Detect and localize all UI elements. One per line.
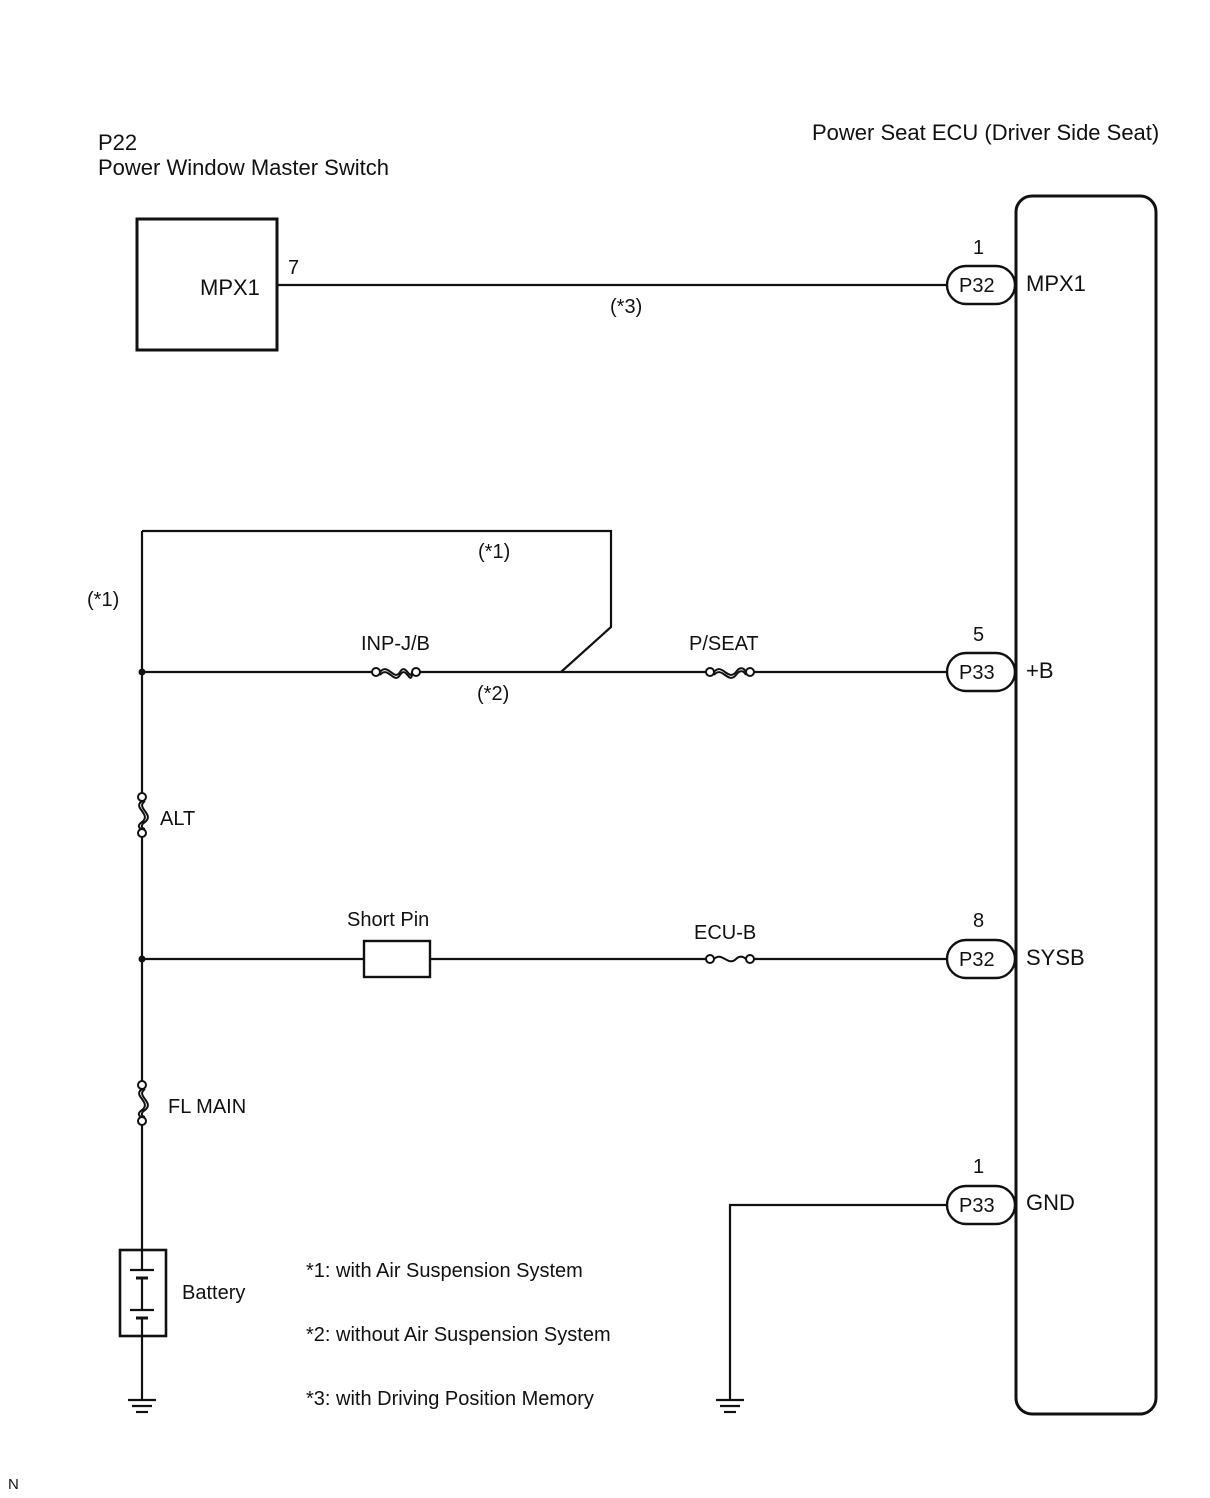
switch-box: [135, 217, 279, 352]
fuse-alt-label: ALT: [160, 808, 195, 830]
connector-id: P33: [959, 1195, 995, 1217]
fuse-p-seat-icon: [705, 667, 755, 679]
wire-note-mpx1: (*3): [610, 296, 642, 318]
wire-note-bypass-left: (*1): [87, 589, 119, 611]
fuse-inp-jb-icon: [371, 667, 421, 679]
connector-pin: 8: [973, 910, 984, 932]
connector-gnd: 1 P33 GND: [945, 1156, 1075, 1226]
switch-name: Power Window Master Switch: [98, 155, 389, 180]
wire-note-inp-jb: (*2): [477, 683, 509, 705]
short-pin-label: Short Pin: [347, 909, 429, 931]
connector-terminal: GND: [1026, 1190, 1075, 1215]
wire-gnd: [728, 1203, 947, 1400]
connector-pin: 1: [973, 237, 984, 259]
wire-bypass-loop: [142, 529, 613, 673]
battery-label: Battery: [182, 1282, 245, 1304]
footnote-3: *3: with Driving Position Memory: [306, 1388, 594, 1410]
connector-id: P33: [959, 662, 995, 684]
ground-icon-right: [716, 1398, 744, 1414]
connector-terminal: MPX1: [1026, 271, 1086, 296]
ground-icon-left: [128, 1398, 156, 1414]
switch-terminal-pin: 7: [288, 257, 299, 279]
wire-note-bypass-top: (*1): [478, 541, 510, 563]
junction-sysb: [138, 955, 146, 963]
fuse-fl-main-icon: [137, 1080, 149, 1126]
fuse-ecu-b-icon: [705, 954, 755, 964]
ecu-name: Power Seat ECU (Driver Side Seat): [812, 120, 1159, 145]
connector-id: P32: [959, 949, 995, 971]
fuse-inp-jb-label: INP-J/B: [361, 633, 430, 655]
connector-id: P32: [959, 275, 995, 297]
short-pin-icon: [362, 939, 432, 979]
connector-sysb: 8 P32 SYSB: [945, 910, 1085, 980]
connector-pin: 1: [973, 1156, 984, 1178]
footnote-1: *1: with Air Suspension System: [306, 1260, 583, 1282]
ecu-box: [1014, 194, 1158, 1416]
junction-plus-b: [138, 668, 146, 676]
connector-plus-b: 5 P33 +B: [945, 624, 1054, 693]
switch-terminal-name: MPX1: [200, 275, 260, 300]
footnote-2: *2: without Air Suspension System: [306, 1324, 611, 1346]
fuse-ecu-b-label: ECU-B: [694, 922, 756, 944]
fuse-fl-main-label: FL MAIN: [168, 1096, 246, 1118]
connector-terminal: SYSB: [1026, 945, 1085, 970]
connector-pin: 5: [973, 624, 984, 646]
fuse-alt-icon: [137, 792, 149, 838]
corner-mark: N: [8, 1476, 19, 1493]
connector-mpx1: 1 P32 MPX1: [945, 237, 1086, 306]
switch-id: P22: [98, 130, 137, 155]
connector-terminal: +B: [1026, 658, 1054, 683]
fuse-p-seat-label: P/SEAT: [689, 633, 759, 655]
battery-icon: [118, 1248, 168, 1338]
